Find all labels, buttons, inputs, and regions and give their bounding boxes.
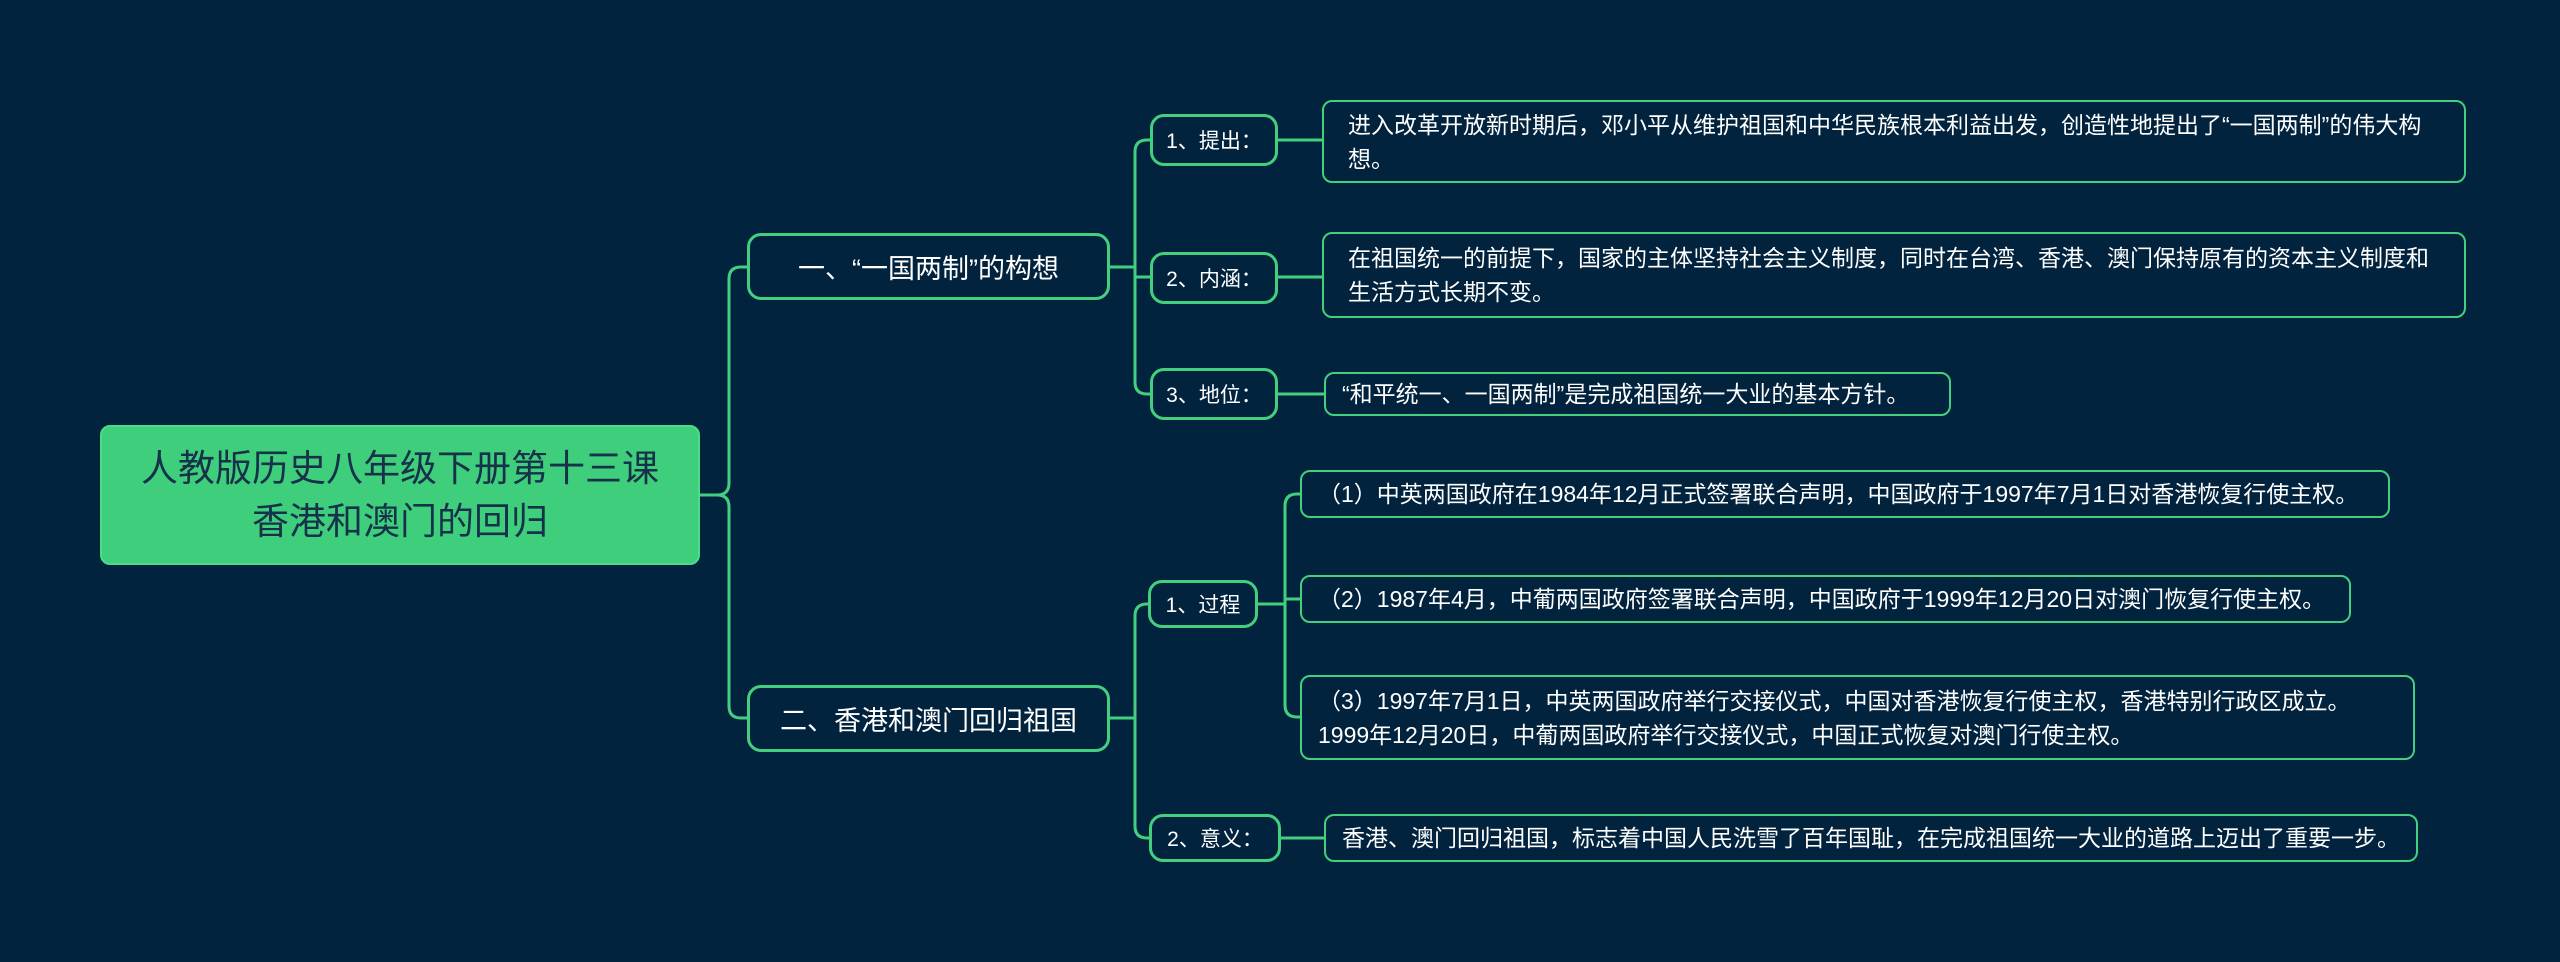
label-connotation[interactable]: 2、内涵： <box>1150 252 1278 304</box>
label-process[interactable]: 1、过程 <box>1148 580 1258 628</box>
text-process-step1[interactable]: （1）中英两国政府在1984年12月正式签署联合声明，中国政府于1997年7月1… <box>1300 470 2390 518</box>
text-proposal[interactable]: 进入改革开放新时期后，邓小平从维护祖国和中华民族根本利益出发，创造性地提出了“一… <box>1322 100 2466 183</box>
connector-branch1-trunk <box>1133 138 1152 396</box>
text-status[interactable]: “和平统一、一国两制”是完成祖国统一大业的基本方针。 <box>1324 372 1951 416</box>
text-connotation[interactable]: 在祖国统一的前提下，国家的主体坚持社会主义制度，同时在台湾、香港、澳门保持原有的… <box>1322 232 2466 318</box>
branch-hk-macau-return[interactable]: 二、香港和澳门回归祖国 <box>747 685 1110 752</box>
root-title-line1: 人教版历史八年级下册第十三课 <box>141 448 659 489</box>
branch-one-country-two-systems[interactable]: 一、“一国两制”的构想 <box>747 233 1110 300</box>
connector-root-to-branch2 <box>698 493 749 720</box>
text-significance[interactable]: 香港、澳门回归祖国，标志着中国人民洗雪了百年国耻，在完成祖国统一大业的道路上迈出… <box>1324 814 2418 862</box>
label-proposal[interactable]: 1、提出： <box>1150 114 1278 166</box>
text-process-step2[interactable]: （2）1987年4月，中葡两国政府签署联合声明，中国政府于1999年12月20日… <box>1300 575 2351 623</box>
connector-guocheng-trunk <box>1283 492 1302 719</box>
label-significance[interactable]: 2、意义： <box>1149 814 1281 862</box>
text-process-step3[interactable]: （3）1997年7月1日，中英两国政府举行交接仪式，中国对香港恢复行使主权，香港… <box>1300 675 2415 760</box>
root-title-line2: 香港和澳门的回归 <box>252 501 548 542</box>
connector-branch2-trunk <box>1133 602 1151 840</box>
connector-root-to-branch1 <box>698 265 749 497</box>
label-status[interactable]: 3、地位： <box>1150 368 1278 420</box>
root-node[interactable]: 人教版历史八年级下册第十三课 香港和澳门的回归 <box>100 425 700 565</box>
